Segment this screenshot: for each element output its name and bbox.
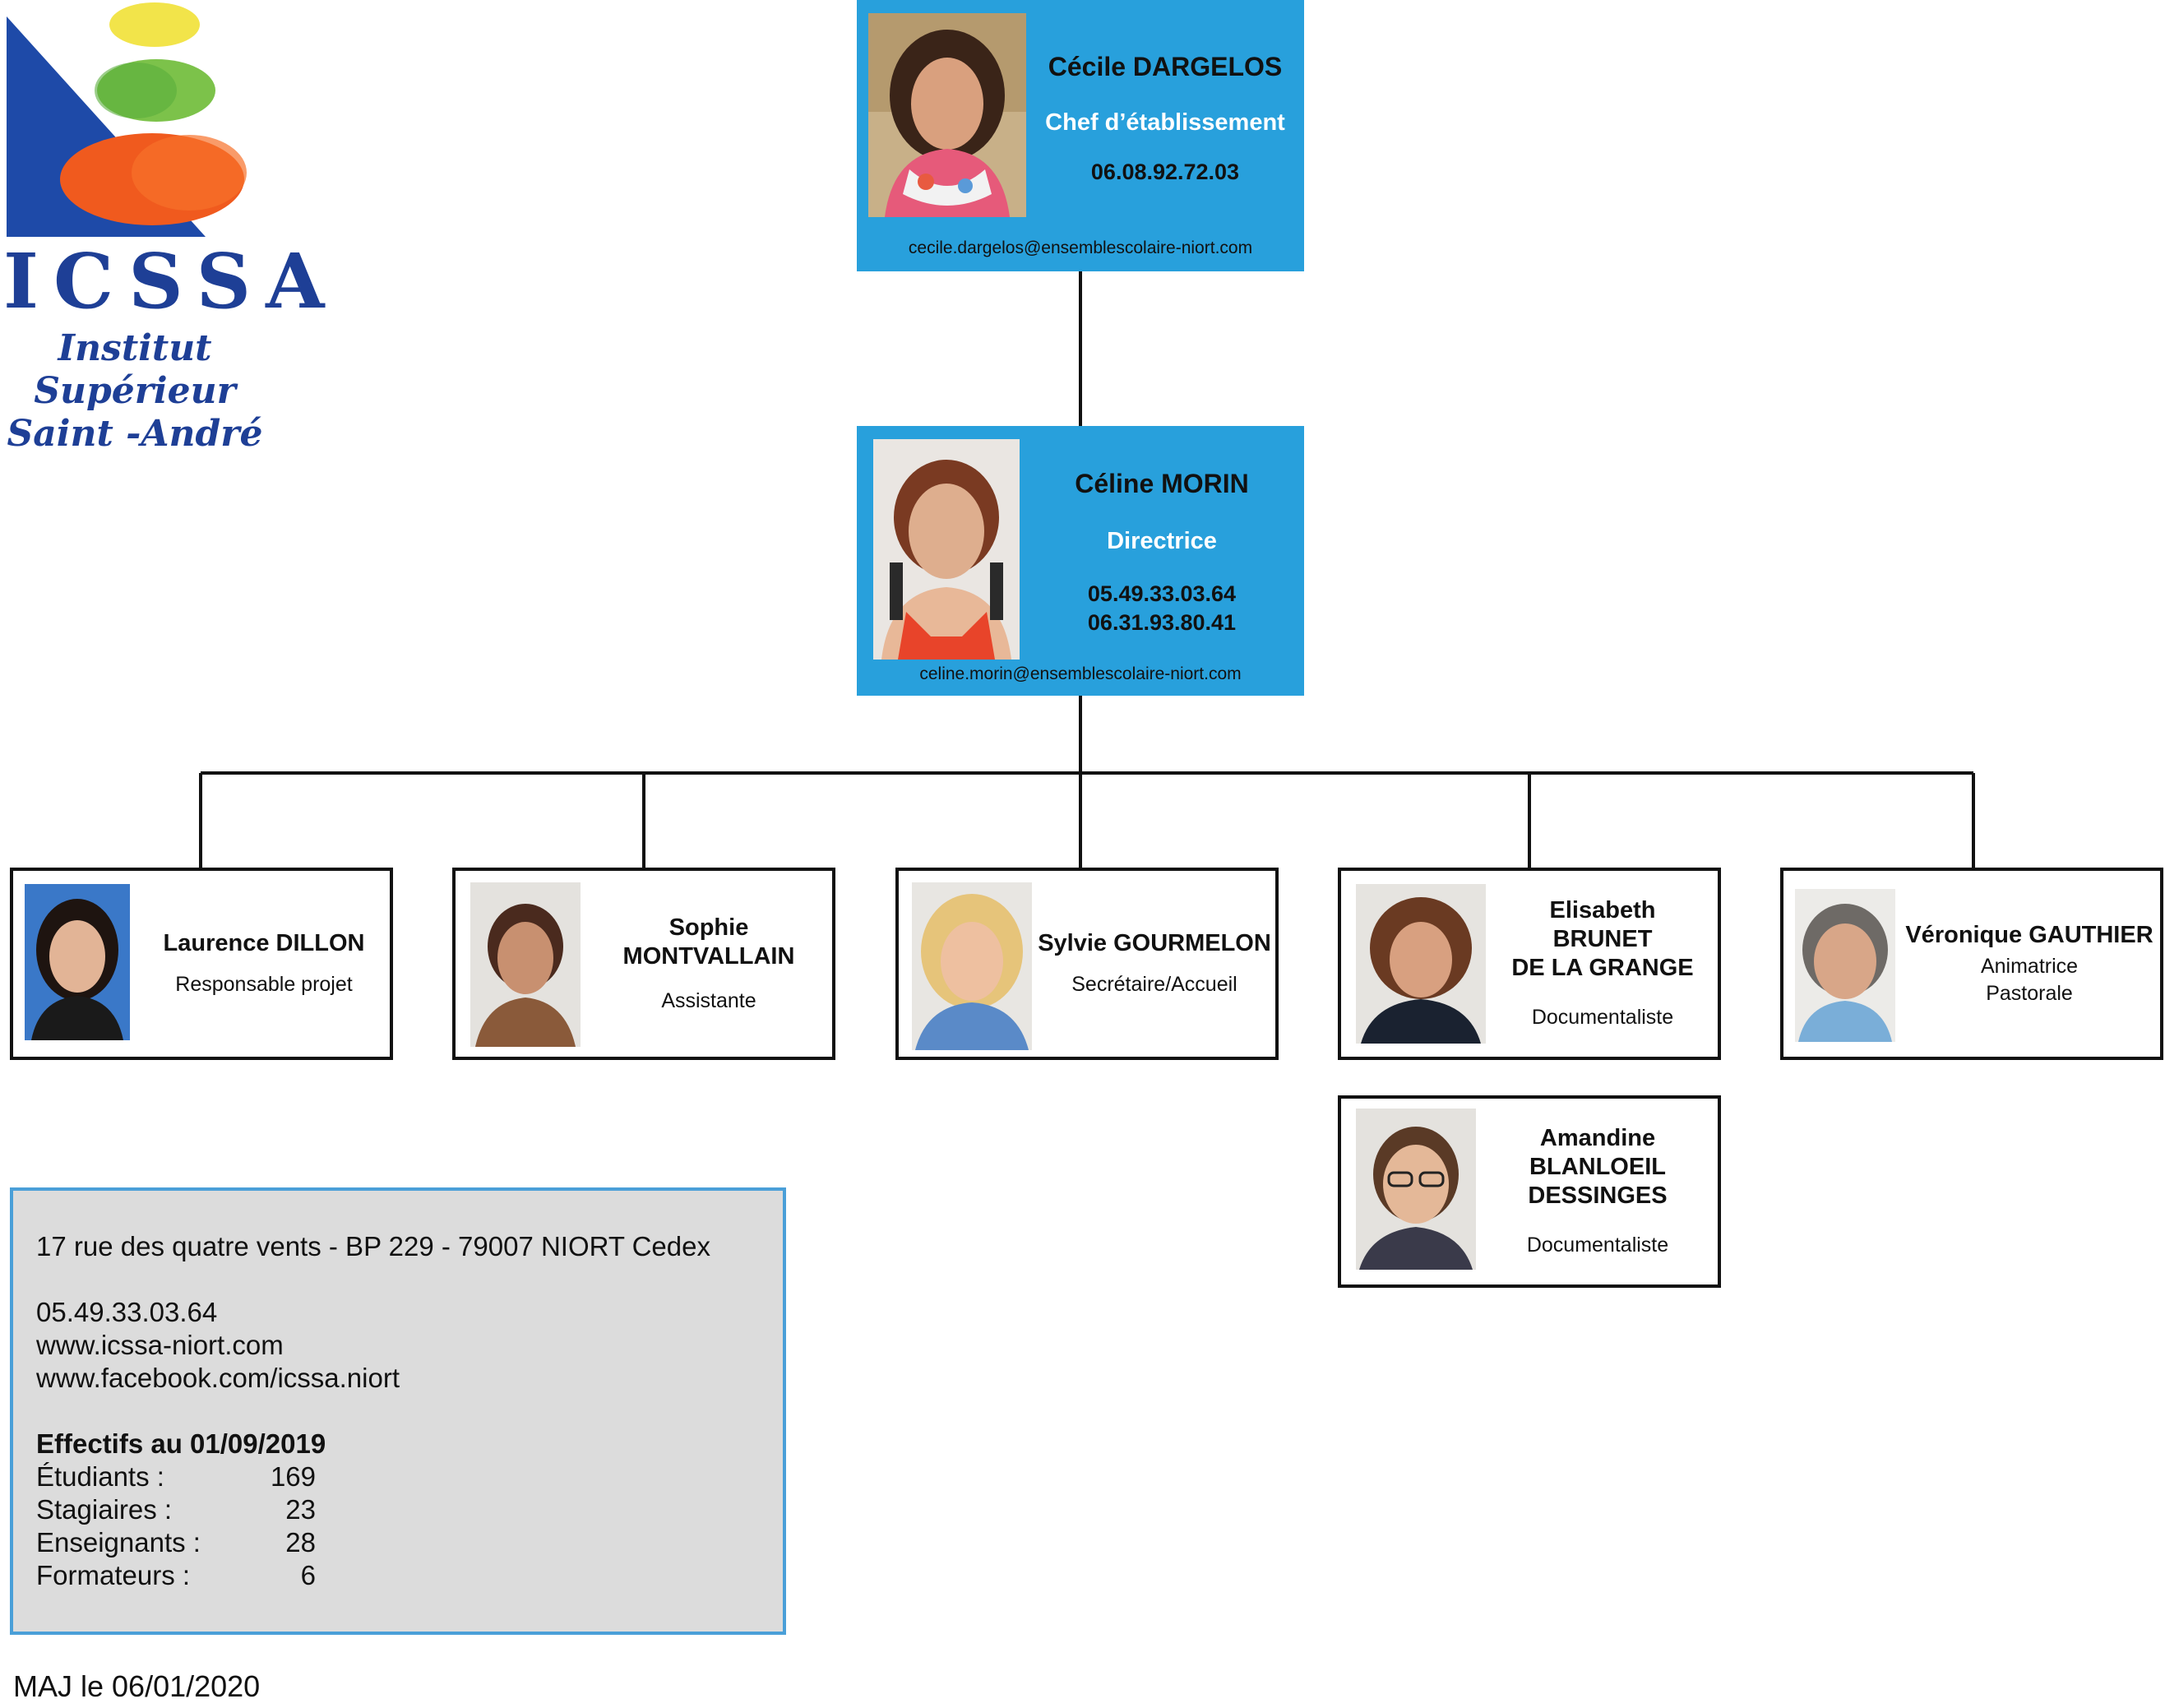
person-role: Responsable projet [175,973,353,996]
info-cecile-dargelos: Cécile DARGELOS Chef d’établissement 06.… [1026,33,1304,206]
person-role-line2: Pastorale [1986,981,2073,1005]
photo-cecile-dargelos [868,13,1026,217]
org-card-sophie-montvallain: Sophie MONTVALLAIN Assistante [452,868,835,1060]
org-card-elisabeth-brunet: Elisabeth BRUNET DE LA GRANGE Documental… [1338,868,1721,1060]
info-amandine-blanloeil: Amandine BLANLOEIL DESSINGES Documentali… [1476,1105,1719,1278]
person-role: Secrétaire/Accueil [1071,973,1237,996]
info-veronique-gauthier: Véronique GAUTHIER Animatrice Pastorale [1895,871,2163,1057]
contact-phone: 05.49.33.03.64 [36,1297,218,1327]
photo-elisabeth-brunet [1356,884,1486,1044]
org-card-directrice: Céline MORIN Directrice 05.49.33.03.64 0… [857,426,1304,696]
effectifs-value: 28 [285,1527,316,1558]
photo-amandine-blanloeil [1356,1109,1476,1270]
effectifs-label: Stagiaires : [36,1494,173,1525]
person-role: Assistante [661,988,756,1012]
person-name-line2: MONTVALLAIN [622,942,795,970]
photo-sylvie-gourmelon [912,882,1032,1050]
person-name-line2: BRUNET [1552,926,1653,952]
website-link[interactable]: www.icssa-niort.com [36,1330,284,1360]
person-name: Cécile DARGELOS [1048,51,1283,81]
person-name-line2: BLANLOEIL [1529,1154,1666,1180]
person-name: Véronique GAUTHIER [1905,921,2153,948]
person-email: cecile.dargelos@ensemblescolaire-niort.c… [908,238,1253,257]
photo-veronique-gauthier [1795,889,1895,1042]
effectifs-row: Enseignants : 28 [36,1526,783,1559]
photo-celine-morin [873,439,1020,660]
person-name-line3: DESSINGES [1528,1183,1668,1209]
org-card-amandine-blanloeil: Amandine BLANLOEIL DESSINGES Documentali… [1338,1095,1721,1288]
effectifs-label: Enseignants : [36,1527,201,1558]
org-card-laurence-dillon: Laurence DILLON Responsable projet [10,868,393,1060]
photo-sophie-montvallain [470,882,581,1047]
person-role: Directrice [1107,528,1217,554]
info-celine-morin: Céline MORIN Directrice 05.49.33.03.64 0… [1020,451,1304,656]
logo-subtitle-line2: Saint -André [7,413,263,455]
person-role: Chef d’établissement [1045,109,1285,136]
person-role: Documentaliste [1531,1006,1674,1029]
person-name-line1: Elisabeth [1549,897,1656,923]
effectifs-row: Stagiaires : 23 [36,1493,783,1526]
effectifs-row: Étudiants : 169 [36,1460,783,1493]
person-email: celine.morin@ensemblescolaire-niort.com [919,664,1242,683]
person-name-line1: Sophie [668,914,749,941]
org-card-chef-etablissement: Cécile DARGELOS Chef d’établissement 06.… [857,0,1304,271]
facebook-link[interactable]: www.facebook.com/icssa.niort [36,1363,400,1393]
info-elisabeth-brunet: Elisabeth BRUNET DE LA GRANGE Documental… [1486,877,1719,1050]
person-name-line3: DE LA GRANGE [1511,955,1694,981]
effectifs-title: Effectifs au 01/09/2019 [36,1428,326,1459]
logo-subtitle: Institut Supérieur Saint -André [3,327,266,456]
person-phone: 06.08.92.72.03 [1090,159,1240,184]
photo-laurence-dillon [25,884,130,1040]
info-sophie-montvallain: Sophie MONTVALLAIN Assistante [584,871,834,1057]
address: 17 rue des quatre vents - BP 229 - 79007… [36,1231,710,1261]
person-phone-1: 05.49.33.03.64 [1087,581,1237,606]
person-name-line1: Amandine [1539,1125,1656,1151]
person-name: Sylvie GOURMELON [1038,930,1271,956]
effectifs-value: 23 [285,1494,316,1525]
effectifs-value: 6 [300,1560,316,1590]
effectifs-label: Formateurs : [36,1560,191,1590]
icssa-logo: ICSSA Institut Supérieur Saint -André [0,0,325,455]
person-name: Laurence DILLON [163,930,365,956]
effectifs-label: Étudiants : [36,1461,164,1492]
person-role-line1: Animatrice [1980,954,2079,978]
contact-info-box: 17 rue des quatre vents - BP 229 - 79007… [10,1187,786,1635]
last-updated: MAJ le 06/01/2020 [13,1669,261,1703]
org-card-veronique-gauthier: Véronique GAUTHIER Animatrice Pastorale [1780,868,2163,1060]
logo-graphic [7,2,247,237]
person-name: Céline MORIN [1075,469,1249,498]
info-sylvie-gourmelon: Sylvie GOURMELON Secrétaire/Accueil [1032,871,1277,1057]
org-card-sylvie-gourmelon: Sylvie GOURMELON Secrétaire/Accueil [895,868,1279,1060]
person-role: Documentaliste [1526,1234,1669,1257]
person-phone-2: 06.31.93.80.41 [1087,610,1237,635]
effectifs-value: 169 [270,1461,316,1492]
info-laurence-dillon: Laurence DILLON Responsable projet [136,871,391,1057]
logo-subtitle-line1: Institut Supérieur [34,327,236,412]
effectifs-row: Formateurs : 6 [36,1559,783,1592]
